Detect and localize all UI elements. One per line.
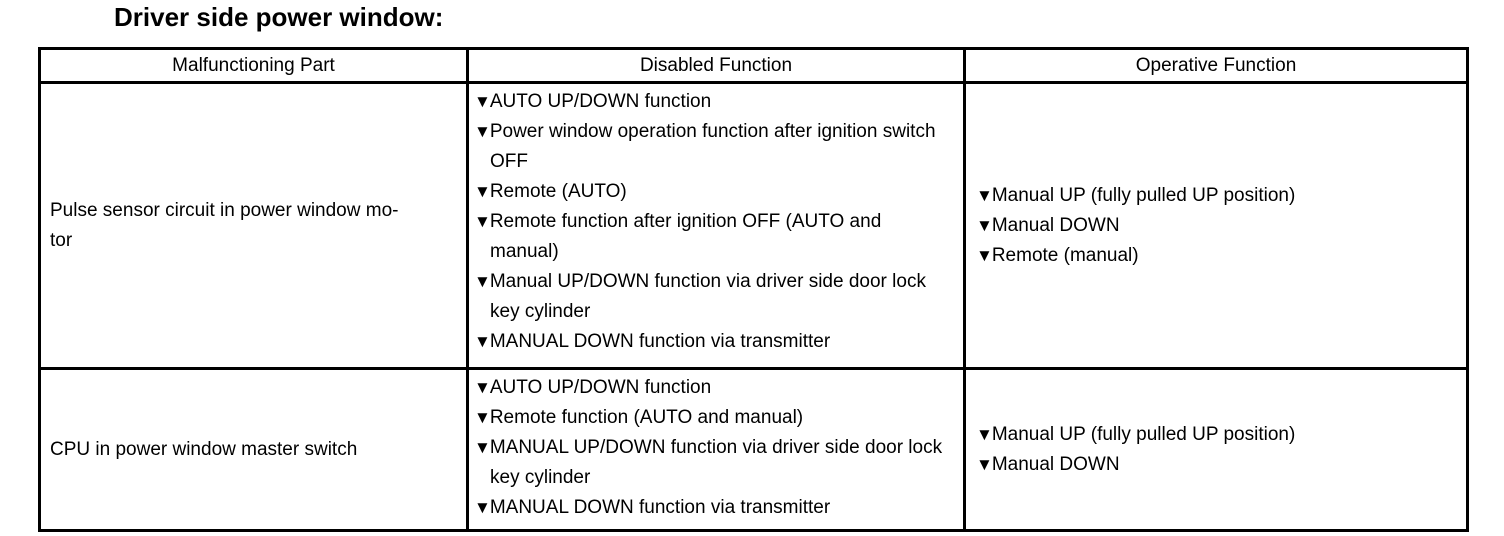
list-item-text: Remote function after ignition OFF (AUTO…	[489, 211, 882, 262]
list-item: ▼AUTO UP/DOWN function	[474, 373, 955, 403]
operative-function-cell: ▼Manual UP (fully pulled UP position) ▼M…	[963, 81, 1469, 370]
list-item-text: Manual DOWN	[991, 214, 1120, 236]
disabled-function-cell: ▼AUTO UP/DOWN function ▼Remote function …	[466, 367, 966, 532]
list-item-text: AUTO UP/DOWN function	[489, 377, 712, 398]
triangle-bullet-icon: ▼	[474, 212, 491, 231]
list-item: ▼Manual UP (fully pulled UP position)	[976, 420, 1460, 450]
triangle-bullet-icon: ▼	[976, 424, 993, 444]
list-item-text: Manual UP (fully pulled UP position)	[991, 423, 1296, 445]
list-item-text: Power window operation function after ig…	[489, 121, 936, 172]
column-header-operative-function: Operative Function	[963, 47, 1469, 84]
list-item-text: Manual UP (fully pulled UP position)	[991, 184, 1296, 206]
list-item: ▼Manual DOWN	[976, 450, 1460, 480]
list-item: ▼Remote function after ignition OFF (AUT…	[474, 207, 955, 267]
triangle-bullet-icon: ▼	[474, 438, 491, 457]
column-header-disabled-function: Disabled Function	[466, 47, 966, 84]
list-item-text: Manual DOWN	[991, 453, 1120, 475]
list-item: ▼Power window operation function after i…	[474, 117, 955, 177]
table-header-row: Malfunctioning Part Disabled Function Op…	[38, 47, 1469, 84]
triangle-bullet-icon: ▼	[474, 332, 491, 351]
list-item: ▼Manual UP (fully pulled UP position)	[976, 181, 1460, 211]
table-row: CPU in power window master switch ▼AUTO …	[38, 367, 1469, 532]
table-row: Pulse sensor circuit in power window mo-…	[38, 81, 1469, 370]
triangle-bullet-icon: ▼	[976, 454, 993, 474]
triangle-bullet-icon: ▼	[976, 215, 993, 235]
list-item-text: MANUAL DOWN function via transmitter	[489, 497, 831, 518]
part-text-line: CPU in power window master switch	[50, 438, 358, 460]
power-window-function-table: Malfunctioning Part Disabled Function Op…	[38, 47, 1469, 532]
list-item-text: Remote (manual)	[991, 244, 1139, 266]
triangle-bullet-icon: ▼	[474, 182, 491, 201]
list-item: ▼AUTO UP/DOWN function	[474, 87, 955, 117]
list-item: ▼MANUAL DOWN function via transmitter	[474, 327, 955, 357]
operative-function-list: ▼Manual UP (fully pulled UP position) ▼M…	[976, 181, 1460, 271]
list-item: ▼Manual DOWN	[976, 211, 1460, 241]
list-item-text: Manual UP/DOWN function via driver side …	[489, 271, 926, 322]
list-item-text: MANUAL DOWN function via transmitter	[489, 331, 831, 352]
operative-function-cell: ▼Manual UP (fully pulled UP position) ▼M…	[963, 367, 1469, 532]
part-cell: CPU in power window master switch	[38, 367, 469, 532]
triangle-bullet-icon: ▼	[976, 245, 993, 265]
list-item: ▼Remote function (AUTO and manual)	[474, 403, 955, 433]
list-item-text: AUTO UP/DOWN function	[489, 91, 712, 112]
operative-function-list: ▼Manual UP (fully pulled UP position) ▼M…	[976, 420, 1460, 480]
triangle-bullet-icon: ▼	[474, 498, 491, 517]
column-header-malfunctioning-part: Malfunctioning Part	[38, 47, 469, 84]
list-item: ▼Manual UP/DOWN function via driver side…	[474, 267, 955, 327]
list-item-text: MANUAL UP/DOWN function via driver side …	[489, 437, 943, 488]
disabled-function-list: ▼AUTO UP/DOWN function ▼Power window ope…	[474, 87, 955, 357]
list-item-text: Remote function (AUTO and manual)	[489, 407, 804, 428]
list-item: ▼Remote (AUTO)	[474, 177, 955, 207]
triangle-bullet-icon: ▼	[474, 378, 491, 397]
disabled-function-list: ▼AUTO UP/DOWN function ▼Remote function …	[474, 373, 955, 523]
list-item: ▼MANUAL UP/DOWN function via driver side…	[474, 433, 955, 493]
triangle-bullet-icon: ▼	[474, 122, 491, 141]
list-item-text: Remote (AUTO)	[489, 181, 627, 202]
part-text-line: Pulse sensor circuit in power window mo-	[50, 199, 399, 221]
triangle-bullet-icon: ▼	[474, 408, 491, 427]
triangle-bullet-icon: ▼	[976, 185, 993, 205]
disabled-function-cell: ▼AUTO UP/DOWN function ▼Power window ope…	[466, 81, 966, 370]
list-item: ▼MANUAL DOWN function via transmitter	[474, 493, 955, 523]
part-cell: Pulse sensor circuit in power window mo-…	[38, 81, 469, 370]
list-item: ▼Remote (manual)	[976, 241, 1460, 271]
triangle-bullet-icon: ▼	[474, 92, 491, 111]
part-text-line: tor	[50, 229, 73, 251]
triangle-bullet-icon: ▼	[474, 272, 491, 291]
page-title: Driver side power window:	[114, 2, 444, 32]
